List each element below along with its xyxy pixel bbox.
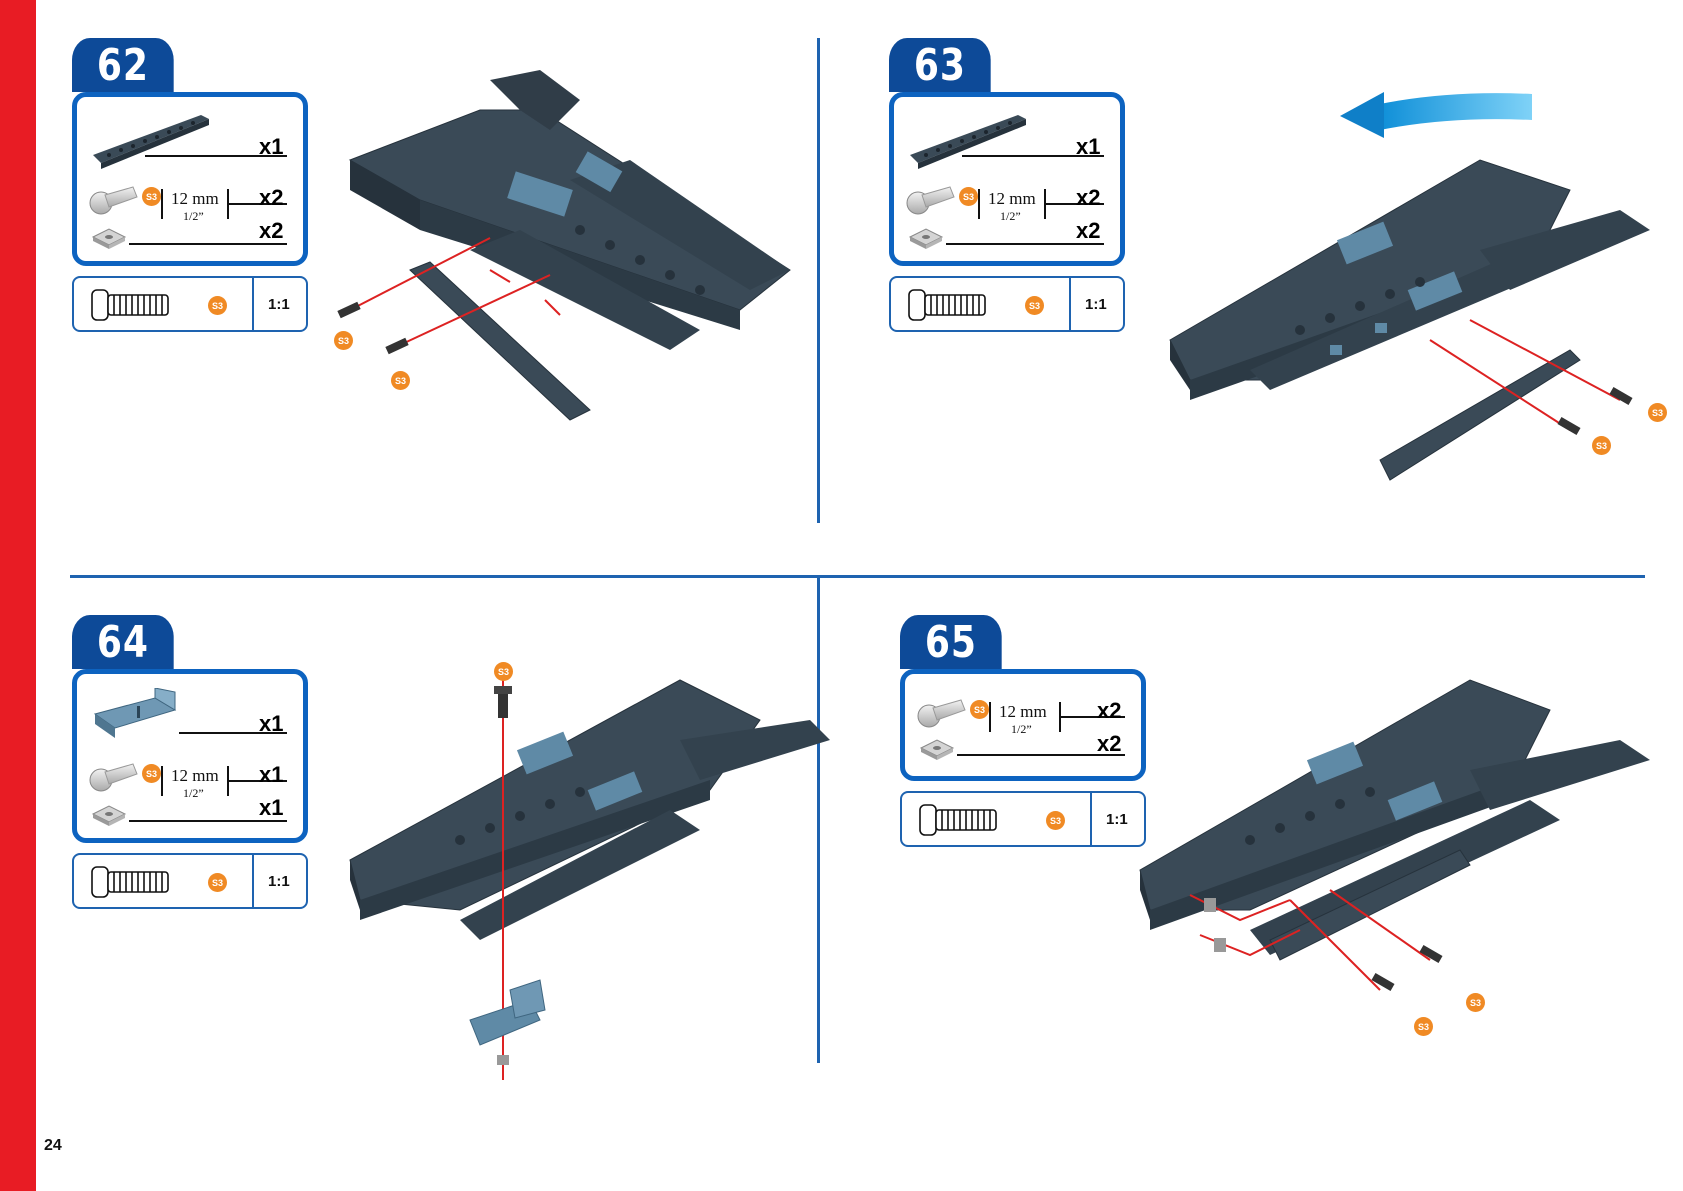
assembly-illustration <box>320 70 810 450</box>
part-qty: x1 <box>1076 134 1100 160</box>
part-qty: x2 <box>259 218 283 244</box>
bolt-length-mm: 12 mm <box>999 702 1047 722</box>
scale-box: S3 1:1 <box>72 276 308 332</box>
s3-badge: S3 <box>1046 811 1065 830</box>
bolt-length-inch: 1/2” <box>1000 209 1021 224</box>
bolt-length-inch: 1/2” <box>183 786 204 801</box>
bolt-length-mm: 12 mm <box>988 189 1036 209</box>
part-qty: x2 <box>1076 185 1100 211</box>
bolt-icon <box>906 181 958 217</box>
assembly-illustration <box>1130 670 1660 1030</box>
scale-box: S3 1:1 <box>889 276 1125 332</box>
nut-icon <box>908 227 944 251</box>
scale-label: 1:1 <box>268 873 290 890</box>
rotate-arrow-icon <box>1340 90 1540 142</box>
plate-icon <box>89 107 213 169</box>
s3-badge: S3 <box>142 187 161 206</box>
step-number: 62 <box>72 38 174 92</box>
step-number: 65 <box>900 615 1002 669</box>
s3-badge: S3 <box>208 873 227 892</box>
parts-box: x1 S3 12 mm 1/2” x1 x1 <box>72 669 308 843</box>
step-number: 64 <box>72 615 174 669</box>
nut-icon <box>91 804 127 828</box>
screw-scale-icon <box>90 865 174 899</box>
s3-badge: S3 <box>1025 296 1044 315</box>
bolt-length-mm: 12 mm <box>171 189 219 209</box>
s3-badge: S3 <box>208 296 227 315</box>
scale-box: S3 1:1 <box>900 791 1146 847</box>
assembly-illustration <box>1150 150 1660 510</box>
s3-badge: S3 <box>1414 1017 1433 1036</box>
scale-label: 1:1 <box>1085 296 1107 313</box>
red-edge-bar <box>0 0 36 1191</box>
screw-scale-icon <box>90 288 174 322</box>
s3-badge: S3 <box>959 187 978 206</box>
bolt-icon <box>89 758 141 794</box>
plate-icon <box>906 107 1030 169</box>
screw-scale-icon <box>907 288 991 322</box>
bolt-length-inch: 1/2” <box>1011 722 1032 737</box>
vertical-divider-top <box>817 38 820 523</box>
s3-badge: S3 <box>1592 436 1611 455</box>
scale-label: 1:1 <box>1106 811 1128 828</box>
part-qty: x2 <box>1097 698 1121 724</box>
s3-badge: S3 <box>391 371 410 390</box>
part-qty: x1 <box>259 134 283 160</box>
part-qty: x2 <box>259 185 283 211</box>
parts-box: x1 S3 12 mm 1/2” x2 x2 <box>889 92 1125 266</box>
part-qty: x1 <box>259 795 283 821</box>
screw-scale-icon <box>918 803 1002 837</box>
step-number: 63 <box>889 38 991 92</box>
s3-badge: S3 <box>970 700 989 719</box>
angle-bracket-icon <box>93 688 183 740</box>
scale-box: S3 1:1 <box>72 853 308 909</box>
parts-box: x1 S3 12 mm 1/2” x2 x2 <box>72 92 308 266</box>
horizontal-divider <box>70 575 1645 578</box>
s3-badge: S3 <box>334 331 353 350</box>
s3-badge: S3 <box>1466 993 1485 1012</box>
assembly-illustration <box>340 660 840 1080</box>
s3-badge: S3 <box>1648 403 1667 422</box>
nut-icon <box>919 738 955 762</box>
bolt-icon <box>917 694 969 730</box>
nut-icon <box>91 227 127 251</box>
parts-box: S3 12 mm 1/2” x2 x2 <box>900 669 1146 781</box>
s3-badge: S3 <box>142 764 161 783</box>
part-qty: x1 <box>259 762 283 788</box>
part-qty: x2 <box>1076 218 1100 244</box>
bolt-length-inch: 1/2” <box>183 209 204 224</box>
scale-label: 1:1 <box>268 296 290 313</box>
s3-badge: S3 <box>494 662 513 681</box>
bolt-icon <box>89 181 141 217</box>
bolt-length-mm: 12 mm <box>171 766 219 786</box>
page-number: 24 <box>44 1137 62 1155</box>
part-qty: x2 <box>1097 731 1121 757</box>
part-qty: x1 <box>259 711 283 737</box>
